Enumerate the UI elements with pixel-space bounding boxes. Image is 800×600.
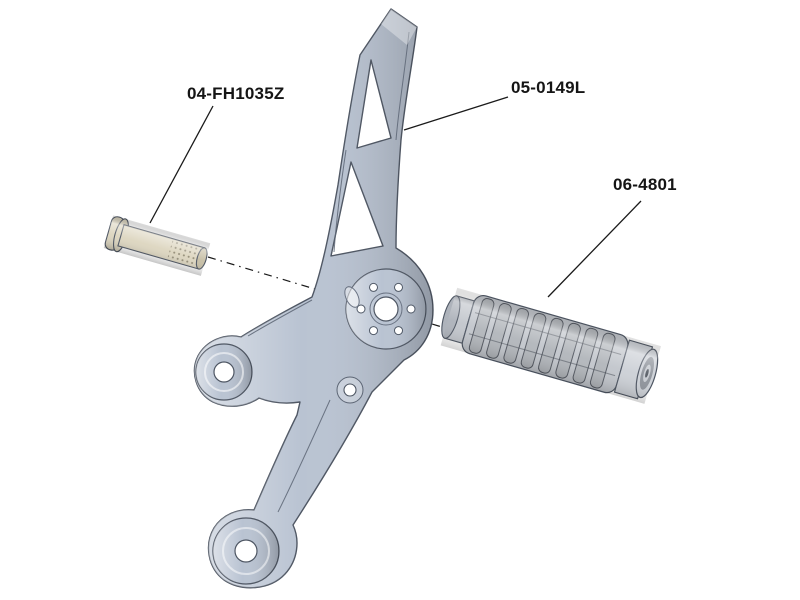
part-label-bracket: 05-0149L [511, 78, 586, 97]
bracket-small-boss [336, 376, 364, 404]
leader-line-peg [547, 200, 642, 298]
leader-line-bolt [149, 105, 214, 224]
part-label-footpeg: 06-4801 [613, 175, 677, 194]
bracket-bottom-boss [212, 517, 280, 585]
bracket-top-face [381, 9, 417, 45]
bolt-part [103, 215, 211, 276]
part-label-bolt: 04-FH1035Z [187, 84, 285, 103]
hub-center-hole [373, 296, 399, 322]
bracket-hub [344, 268, 427, 350]
bracket-edge-lines [247, 31, 410, 513]
arm-boss-hole [213, 361, 235, 383]
peg-shading [440, 287, 661, 404]
bracket-arm-boss [195, 343, 253, 401]
bracket-shading [194, 9, 433, 588]
leader-line-bracket [403, 96, 509, 131]
hub-bolt-holes [356, 282, 416, 336]
hub-oval-slot [344, 286, 360, 308]
bracket-part [193, 8, 434, 589]
footpeg-part [440, 287, 661, 404]
bottom-boss-hole [234, 539, 258, 563]
bolt-shading [103, 215, 211, 276]
